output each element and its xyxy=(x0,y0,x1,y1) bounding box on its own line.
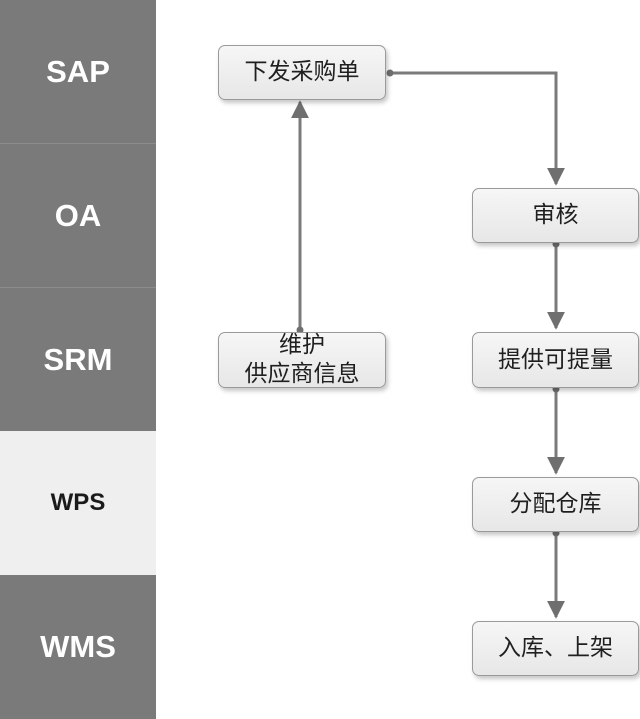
node-label-line2: 供应商信息 xyxy=(244,361,360,387)
node-inbound-shelving: 入库、上架 xyxy=(472,621,639,676)
node-label: 下发采购单 xyxy=(244,59,360,85)
node-label: 提供可提量 xyxy=(498,346,613,373)
node-issue-purchase-order: 下发采购单 xyxy=(218,45,386,100)
connector-dot xyxy=(296,326,304,334)
lane-srm: SRM xyxy=(0,288,156,431)
node-provide-quantity: 提供可提量 xyxy=(472,332,639,388)
lane-sap: SAP xyxy=(0,0,156,143)
lane-divider xyxy=(0,143,156,144)
node-label: 分配仓库 xyxy=(509,491,602,517)
connector-dot xyxy=(386,69,394,77)
lane-oa: OA xyxy=(0,144,156,287)
node-label: 入库、上架 xyxy=(498,635,613,661)
connector-issue-to-review xyxy=(390,71,565,186)
lane-wms: WMS xyxy=(0,575,156,719)
node-maintain-supplier-info: 维护 供应商信息 xyxy=(218,332,386,388)
lane-divider xyxy=(0,287,156,288)
node-label-line1: 维护 xyxy=(279,332,325,358)
node-review: 审核 xyxy=(472,188,639,243)
node-assign-warehouse: 分配仓库 xyxy=(472,477,639,532)
lane-wps: WPS xyxy=(0,431,156,575)
swimlane-column: SAP OA SRM WPS WMS xyxy=(0,0,156,719)
node-label: 审核 xyxy=(532,202,579,228)
